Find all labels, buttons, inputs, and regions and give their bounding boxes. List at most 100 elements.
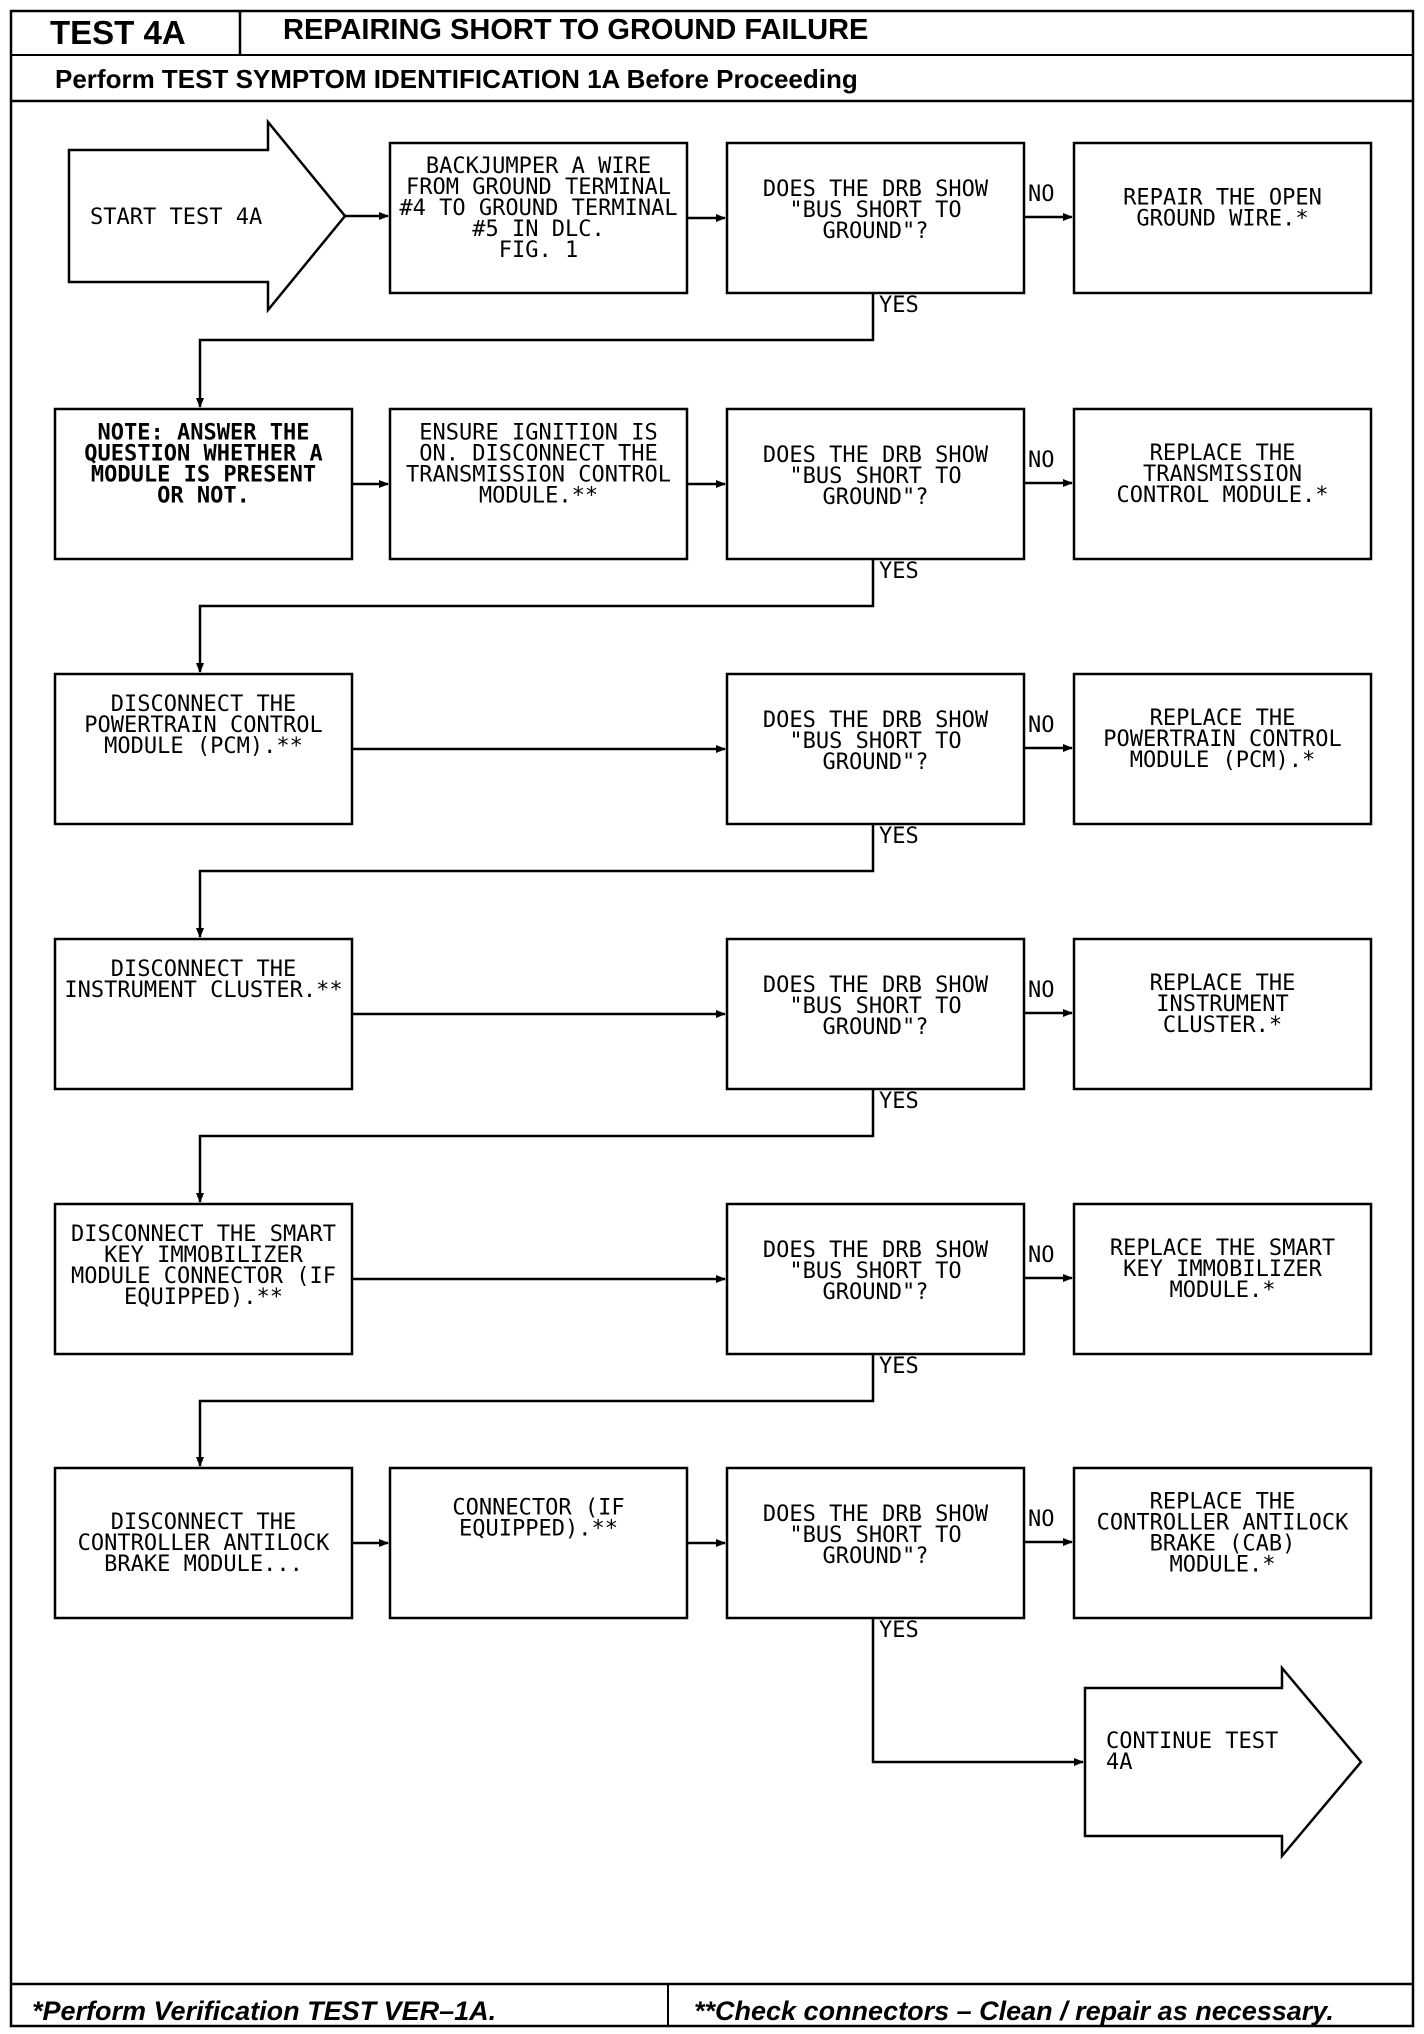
page-subtitle: Perform TEST SYMPTOM IDENTIFICATION 1A B… [55,64,858,94]
question-box [725,672,1026,826]
continue-label: CONTINUE TEST 4A [1106,1729,1291,1775]
footer-connector-note: **Check connectors – Clean / repair as n… [694,1996,1334,2026]
no-label: NO [1028,182,1055,207]
result-text-line: INSTRUMENT [1156,992,1288,1017]
action-text-line: TRANSMISSION CONTROL [406,463,671,488]
question-box [725,1202,1026,1356]
result-text-line: BRAKE (CAB) [1150,1532,1296,1557]
start-label: START TEST 4A [90,205,262,230]
result-text-line: GROUND WIRE.* [1136,207,1308,232]
question-box [725,141,1026,295]
footer-verification-note: *Perform Verification TEST VER–1A. [32,1996,497,2026]
action-text-line: MODULE (PCM).** [104,734,303,759]
action-box [53,1202,354,1356]
action-text-line: FROM GROUND TERMINAL [406,175,671,200]
question-text-line: "BUS SHORT TO [789,729,961,754]
question-text-line: "BUS SHORT TO [789,1259,961,1284]
start-arrow-shape [67,118,347,314]
page-frame [9,9,1415,2028]
continue-label-line: 4A [1106,1750,1133,1775]
action-text-line: BACKJUMPER A WIRE [426,154,651,179]
result-text-line: REPLACE THE SMART [1110,1236,1335,1261]
yes-arrow [196,559,875,673]
question-text-line: "BUS SHORT TO [789,464,961,489]
action-text-line: INSTRUMENT CLUSTER.** [64,978,342,1003]
action-text-line: FIG. 1 [499,238,578,263]
action-text-line: KEY IMMOBILIZER [104,1243,303,1268]
result-text-line: KEY IMMOBILIZER [1123,1257,1322,1282]
yes-label: YES [879,1089,919,1114]
action-box [53,672,354,826]
yes-label: YES [879,293,919,318]
test-id: TEST 4A [50,14,186,51]
question-text-line: GROUND"? [823,1544,929,1569]
result-box [1072,1202,1373,1356]
question-text-line: DOES THE DRB SHOW [763,443,989,468]
yes-label: YES [879,1354,919,1379]
question-text-line: DOES THE DRB SHOW [763,1238,989,1263]
question-text-line: GROUND"? [823,1280,929,1305]
no-label: NO [1028,1243,1055,1268]
question-text-line: DOES THE DRB SHOW [763,973,989,998]
result-box [1072,937,1373,1091]
yes-arrow [196,293,875,408]
start-node: START TEST 4A [67,118,347,314]
action-box [388,1466,689,1620]
result-text-line: MODULE.* [1170,1553,1276,1578]
question-text-line: GROUND"? [823,1015,929,1040]
action-box [53,937,354,1091]
result-text-line: REPAIR THE OPEN [1123,186,1322,211]
question-text-line: GROUND"? [823,485,929,510]
action-box [53,1466,354,1620]
result-text-line: MODULE (PCM).* [1130,748,1315,773]
action-text-line: EQUIPPED).** [124,1285,283,1310]
question-text-line: GROUND"? [823,219,929,244]
result-text-line: REPLACE THE [1150,706,1296,731]
result-text-line: REPLACE THE [1150,1490,1296,1515]
action-text-line: #5 IN DLC. [472,217,604,242]
no-label: NO [1028,1507,1055,1532]
yes-arrow [196,824,875,938]
action-text-line: BRAKE MODULE... [104,1552,303,1577]
result-text-line: REPLACE THE [1150,441,1296,466]
no-label: NO [1028,713,1055,738]
question-text-line: DOES THE DRB SHOW [763,1502,989,1527]
continue-arrow-shape [1083,1664,1363,1860]
action-text-line: POWERTRAIN CONTROL [84,713,322,738]
action-box [388,407,689,561]
action-text-line: MODULE.** [479,484,598,509]
action-box [388,141,689,295]
question-text-line: "BUS SHORT TO [789,994,961,1019]
yes-label: YES [879,1618,919,1643]
note-text-line: NOTE: ANSWER THE [98,421,310,446]
result-text-line: TRANSMISSION [1143,462,1302,487]
action-text-line: DISCONNECT THE [111,957,296,982]
question-text-line: DOES THE DRB SHOW [763,177,989,202]
no-label: NO [1028,448,1055,473]
question-box [725,407,1026,561]
action-text-line: DISCONNECT THE [111,1510,296,1535]
yes-arrow [196,1089,875,1203]
action-text-line: DISCONNECT THE [111,692,296,717]
action-text-line: ENSURE IGNITION IS [419,421,657,446]
